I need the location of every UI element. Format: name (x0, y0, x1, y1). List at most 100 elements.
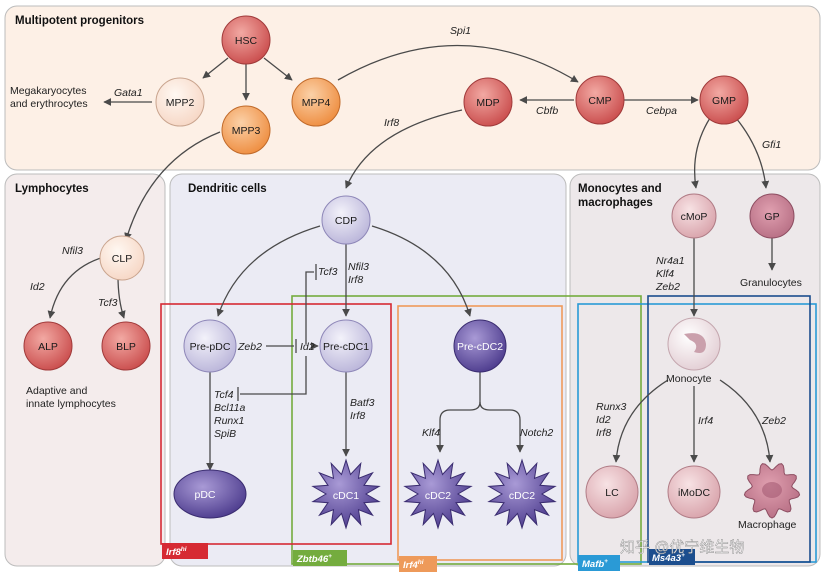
svg-text:Pre-pDC: Pre-pDC (190, 341, 231, 353)
svg-text:CDP: CDP (335, 215, 357, 227)
gene-zeb2-mo: Zeb2 (655, 281, 680, 293)
lc-node: LC (585, 465, 639, 519)
svg-text:Irf8hi: Irf8hi (166, 546, 187, 558)
gene-nfil3-dc: Nfil3 (348, 261, 369, 273)
irf4-tag: Irf4hi (399, 556, 437, 572)
gene-irf4-mo: Irf4 (698, 415, 713, 427)
mpp4-node: MPP4 (291, 77, 341, 127)
zbtb46-tag: Zbtb46+ (293, 550, 347, 566)
imodc-node: iMoDC (667, 465, 721, 519)
svg-text:ALP: ALP (38, 341, 58, 353)
svg-text:Pre-cDC1: Pre-cDC1 (323, 341, 369, 353)
svg-text:cMoP: cMoP (681, 211, 708, 223)
watermark: 知乎 @优宁维生物 (620, 539, 744, 556)
mpp2-node: MPP2 (155, 77, 205, 127)
gene-spib: SpiB (214, 428, 236, 440)
alp-node: ALP (23, 321, 73, 371)
svg-text:Ms4a3+: Ms4a3+ (652, 552, 685, 564)
connectors (47, 44, 776, 471)
gene-nr4a1: Nr4a1 (656, 255, 685, 267)
svg-text:GMP: GMP (712, 95, 736, 107)
mdp-node: MDP (463, 77, 513, 127)
pdc-node: pDC (173, 469, 247, 519)
pre-pdc-node: Pre-pDC (183, 319, 237, 373)
granulocytes-label: Granulocytes (740, 277, 802, 289)
monocytes-title-1: Monocytes and (578, 183, 662, 195)
svg-text:Mafb+: Mafb+ (582, 558, 608, 570)
adaptive-label-1: Adaptive and (26, 385, 87, 397)
pre-cdc1-node: Pre-cDC1 (319, 319, 373, 373)
clp-node: CLP (99, 235, 145, 281)
gene-gfi1: Gfi1 (762, 139, 781, 151)
hsc-node: HSC (221, 15, 271, 65)
gene-klf4-mo: Klf4 (656, 268, 674, 280)
gene-runx3: Runx3 (596, 401, 627, 413)
cdc2b-node: cDC2 (487, 458, 557, 530)
irf8-box (160, 303, 392, 545)
lymphocytes-section (4, 173, 166, 567)
inhibition-connectors (237, 264, 319, 401)
cdc1-node: cDC1 (311, 458, 381, 530)
svg-text:Irf4hi: Irf4hi (403, 559, 424, 571)
monocytes-title-2: macrophages (578, 197, 653, 209)
svg-text:cDC1: cDC1 (333, 490, 359, 502)
megakaryocytes-label-1: Megakaryocytes (10, 85, 86, 97)
dendritic-title: Dendritic cells (188, 183, 267, 195)
svg-text:cDC2: cDC2 (509, 490, 535, 502)
cdc2a-node: cDC2 (403, 458, 473, 530)
multipotent-section (4, 5, 821, 171)
cmp-node: CMP (575, 75, 625, 125)
svg-text:BLP: BLP (116, 341, 136, 353)
ms4a3-box (647, 295, 811, 563)
adaptive-label-2: innate lymphocytes (26, 398, 116, 410)
svg-text:CLP: CLP (112, 253, 132, 265)
gene-tcf4: Tcf4 (214, 389, 234, 401)
gene-id2-lym: Id2 (30, 281, 45, 293)
svg-text:Zbtb46+: Zbtb46+ (296, 553, 332, 565)
gene-nfil3-lym: Nfil3 (62, 245, 83, 257)
svg-text:iMoDC: iMoDC (678, 487, 711, 499)
irf8-tag: Irf8hi (162, 543, 208, 559)
gene-zeb2-mac: Zeb2 (761, 415, 786, 427)
ms4a3-tag: Ms4a3+ (649, 549, 695, 565)
gene-gata1: Gata1 (114, 87, 143, 99)
svg-text:GP: GP (764, 211, 779, 223)
blp-node: BLP (101, 321, 151, 371)
lymphocytes-title: Lymphocytes (15, 183, 89, 195)
multipotent-title: Multipotent progenitors (15, 15, 144, 27)
gene-irf8-mo: Irf8 (596, 427, 611, 439)
gene-bcl11a: Bcl11a (214, 402, 245, 414)
macrophage-label: Macrophage (738, 519, 797, 531)
megakaryocytes-label-2: and erythrocytes (10, 98, 88, 110)
gene-spi1: Spi1 (450, 25, 471, 37)
dendritic-section (169, 173, 567, 567)
svg-text:MPP2: MPP2 (166, 97, 195, 109)
pre-cdc2-node: Pre-cDC2 (453, 319, 507, 373)
svg-text:pDC: pDC (194, 489, 215, 501)
gene-tcf3-lym: Tcf3 (98, 297, 118, 309)
gene-id2-mo: Id2 (596, 414, 611, 426)
svg-text:CMP: CMP (588, 95, 611, 107)
monocyte-label: Monocyte (666, 373, 712, 385)
svg-text:cDC2: cDC2 (425, 490, 451, 502)
svg-text:MDP: MDP (476, 97, 499, 109)
zbtb46-box (291, 295, 642, 565)
gene-klf4-dc: Klf4 (422, 427, 440, 439)
mafb-tag: Mafb+ (578, 555, 620, 571)
gene-cebpa: Cebpa (646, 105, 677, 117)
gene-irf8-cdc1: Irf8 (350, 410, 365, 422)
svg-text:LC: LC (605, 487, 619, 499)
gene-irf8-dc: Irf8 (348, 274, 363, 286)
svg-text:Pre-cDC2: Pre-cDC2 (457, 341, 503, 353)
monocyte-node (667, 317, 721, 371)
svg-text:HSC: HSC (235, 35, 258, 47)
gene-cbfb: Cbfb (536, 105, 558, 117)
gene-irf8-mdp: Irf8 (384, 117, 399, 129)
mpp3-node: MPP3 (221, 105, 271, 155)
gene-tcf3-dc: Tcf3 (318, 266, 338, 278)
gene-runx1: Runx1 (214, 415, 244, 427)
gp-node: GP (749, 193, 795, 239)
gene-zeb2-dc: Zeb2 (237, 341, 262, 353)
cmop-node: cMoP (671, 193, 717, 239)
